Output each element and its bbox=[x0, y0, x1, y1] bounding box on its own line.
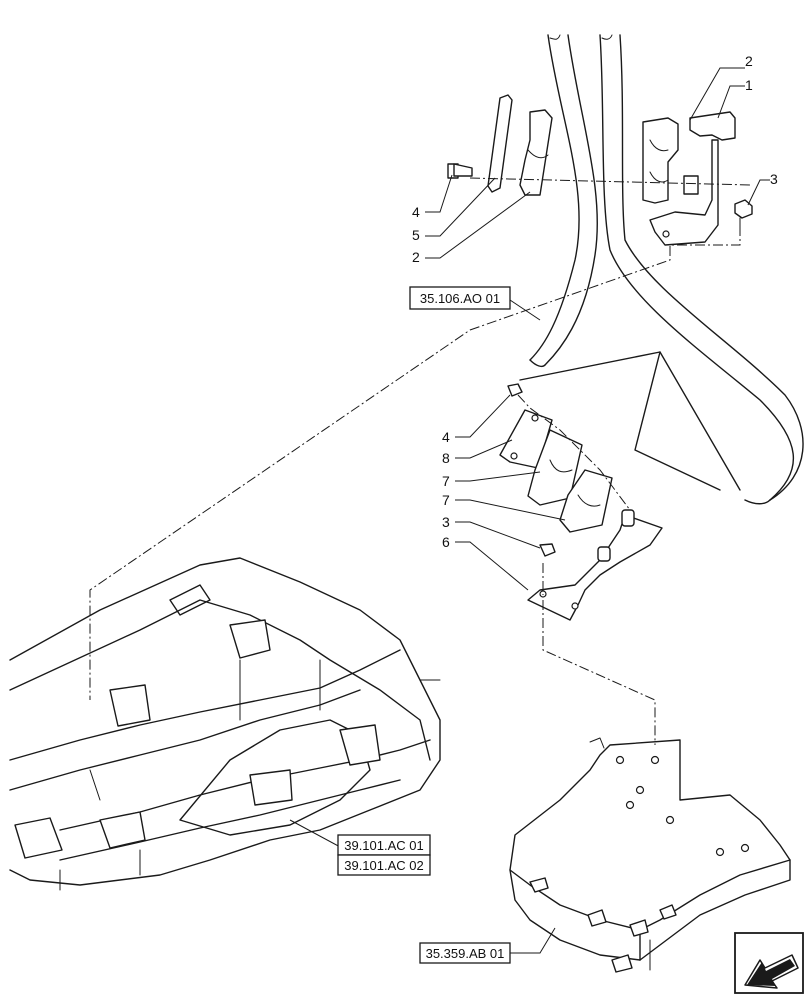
callout-middle-1: 4 bbox=[442, 429, 450, 445]
clamp-assembly-middle bbox=[499, 383, 663, 621]
alignment-lines bbox=[89, 177, 751, 745]
callout-middle-2: 8 bbox=[442, 450, 450, 466]
hose-assembly bbox=[519, 34, 804, 505]
callout-top-left-3: 2 bbox=[412, 249, 420, 265]
callout-top-right-1: 2 bbox=[745, 53, 753, 69]
ref-35-359-label: 35.359.AB 01 bbox=[426, 946, 505, 961]
callout-labels: 2 1 3 4 5 2 4 8 7 7 3 6 bbox=[412, 53, 778, 550]
ref-35-106-label: 35.106.AO 01 bbox=[420, 291, 500, 306]
ref-39-101-01-label: 39.101.AC 01 bbox=[344, 838, 424, 853]
callout-middle-5: 3 bbox=[442, 514, 450, 530]
callout-top-right-3: 3 bbox=[770, 171, 778, 187]
callout-top-left-2: 5 bbox=[412, 227, 420, 243]
callout-top-right-2: 1 bbox=[745, 77, 753, 93]
clamp-assembly-upper-left bbox=[447, 94, 553, 196]
callout-middle-3: 7 bbox=[442, 473, 450, 489]
ref-39-101-02-label: 39.101.AC 02 bbox=[344, 858, 424, 873]
callout-top-left-1: 4 bbox=[412, 204, 420, 220]
clamp-assembly-upper bbox=[642, 111, 753, 246]
arrow-back-icon bbox=[744, 954, 799, 989]
ref-box-35-359[interactable]: 35.359.AB 01 bbox=[419, 942, 511, 964]
ref-box-35-106[interactable]: 35.106.AO 01 bbox=[409, 286, 511, 310]
battery-box bbox=[509, 737, 791, 973]
callout-middle-6: 6 bbox=[442, 534, 450, 550]
back-navigation-button[interactable] bbox=[734, 932, 804, 994]
machine-frame bbox=[9, 557, 441, 891]
callout-middle-4: 7 bbox=[442, 492, 450, 508]
ref-box-39-101-01[interactable]: 39.101.AC 01 bbox=[337, 834, 431, 856]
ref-box-39-101-02[interactable]: 39.101.AC 02 bbox=[337, 854, 431, 876]
